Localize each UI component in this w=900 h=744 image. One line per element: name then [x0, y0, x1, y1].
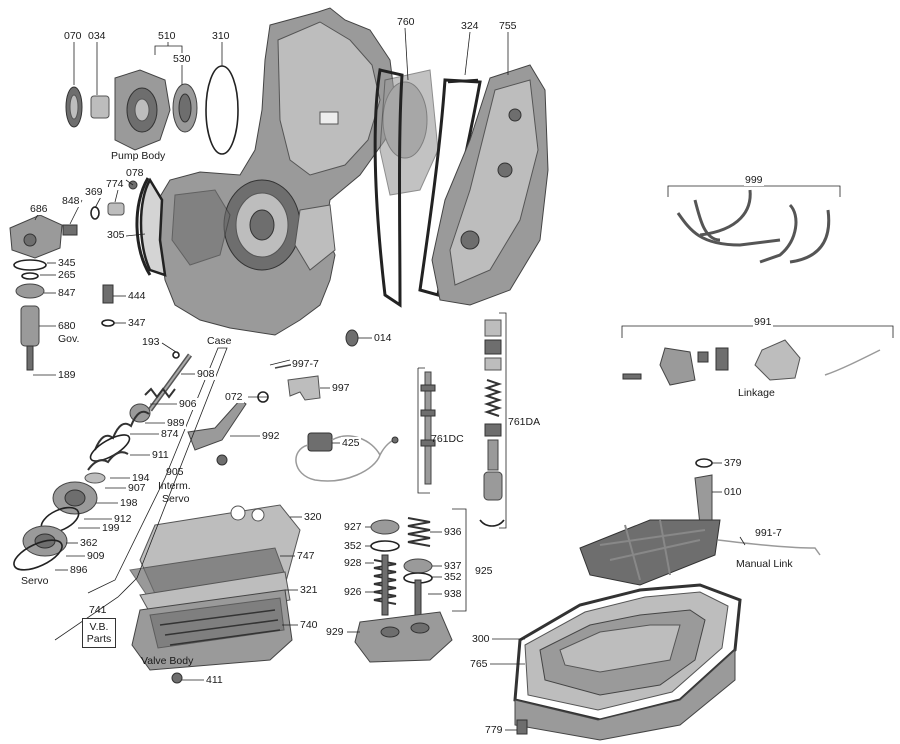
label-991: 991	[753, 316, 773, 328]
label-680: 680	[57, 320, 77, 332]
label-300: 300	[471, 633, 491, 645]
label-078: 078	[125, 167, 145, 179]
vb-parts-box: V.B. Parts	[82, 618, 116, 648]
caption-manual-link: Manual Link	[736, 558, 793, 570]
label-072: 072	[224, 391, 244, 403]
label-907: 907	[127, 482, 147, 494]
label-992: 992	[261, 430, 281, 442]
label-530: 530	[172, 53, 192, 65]
label-352-b: 352	[443, 571, 463, 583]
label-369: 369	[84, 186, 104, 198]
label-199: 199	[101, 522, 121, 534]
label-320: 320	[303, 511, 323, 523]
label-847: 847	[57, 287, 77, 299]
label-760: 760	[396, 16, 416, 28]
label-765: 765	[469, 658, 489, 670]
label-938: 938	[443, 588, 463, 600]
label-740: 740	[299, 619, 319, 631]
label-010: 010	[723, 486, 743, 498]
label-379: 379	[723, 457, 743, 469]
label-070: 070	[63, 30, 83, 42]
label-411: 411	[205, 674, 224, 686]
label-896: 896	[69, 564, 89, 576]
label-747: 747	[296, 550, 316, 562]
caption-interm: Interm.	[158, 480, 191, 492]
label-761DC: 761DC	[431, 433, 464, 445]
label-908: 908	[196, 368, 216, 380]
label-gov: Gov.	[57, 333, 81, 345]
label-909: 909	[86, 550, 106, 562]
label-034: 034	[87, 30, 107, 42]
label-193: 193	[141, 336, 161, 348]
servo-stack	[13, 351, 193, 571]
label-848: 848	[61, 195, 81, 207]
label-936: 936	[443, 526, 463, 538]
label-999: 999	[744, 174, 764, 186]
label-997: 997	[331, 382, 351, 394]
caption-interm-servo: Servo	[162, 493, 190, 505]
vb-parts-number: 741	[89, 604, 107, 616]
label-686: 686	[29, 203, 49, 215]
label-321: 321	[299, 584, 319, 596]
label-198: 198	[119, 497, 139, 509]
vb-parts-line2: Parts	[86, 633, 112, 645]
label-911: 911	[151, 449, 170, 461]
label-189: 189	[57, 369, 77, 381]
transmission-case	[154, 7, 439, 336]
label-305: 305	[106, 229, 126, 241]
label-761DA: 761DA	[508, 416, 541, 428]
caption-servo: Servo	[21, 575, 49, 587]
cover-755	[431, 64, 549, 306]
label-928: 928	[343, 557, 363, 569]
label-444: 444	[127, 290, 147, 302]
caption-pump-body: Pump Body	[111, 150, 166, 162]
label-425: 425	[341, 437, 361, 449]
vb-parts-line1: V.B.	[89, 621, 109, 633]
label-265: 265	[57, 269, 77, 281]
caption-991-7: 991-7	[755, 527, 782, 539]
label-310: 310	[211, 30, 231, 42]
label-194: 194	[131, 472, 151, 484]
label-362: 362	[79, 537, 99, 549]
label-755: 755	[498, 20, 518, 32]
label-874: 874	[160, 428, 180, 440]
caption-case: Case	[207, 335, 232, 347]
label-906: 906	[178, 398, 198, 410]
label-324: 324	[460, 20, 480, 32]
label-774: 774	[105, 178, 125, 190]
label-989: 989	[166, 417, 186, 429]
label-345: 345	[57, 257, 77, 269]
caption-linkage: Linkage	[738, 387, 775, 399]
label-929: 929	[325, 626, 345, 638]
label-926: 926	[343, 586, 363, 598]
label-779: 779	[484, 724, 504, 736]
label-347: 347	[127, 317, 147, 329]
label-510: 510	[157, 30, 177, 42]
label-014: 014	[373, 332, 393, 344]
caption-valve-body: Valve Body	[141, 655, 194, 667]
label-997-7: 997-7	[291, 358, 320, 370]
label-905: 905	[166, 466, 184, 478]
label-927: 927	[343, 521, 363, 533]
label-925: 925	[475, 565, 493, 577]
label-352-a: 352	[343, 540, 363, 552]
label-937: 937	[443, 560, 463, 572]
